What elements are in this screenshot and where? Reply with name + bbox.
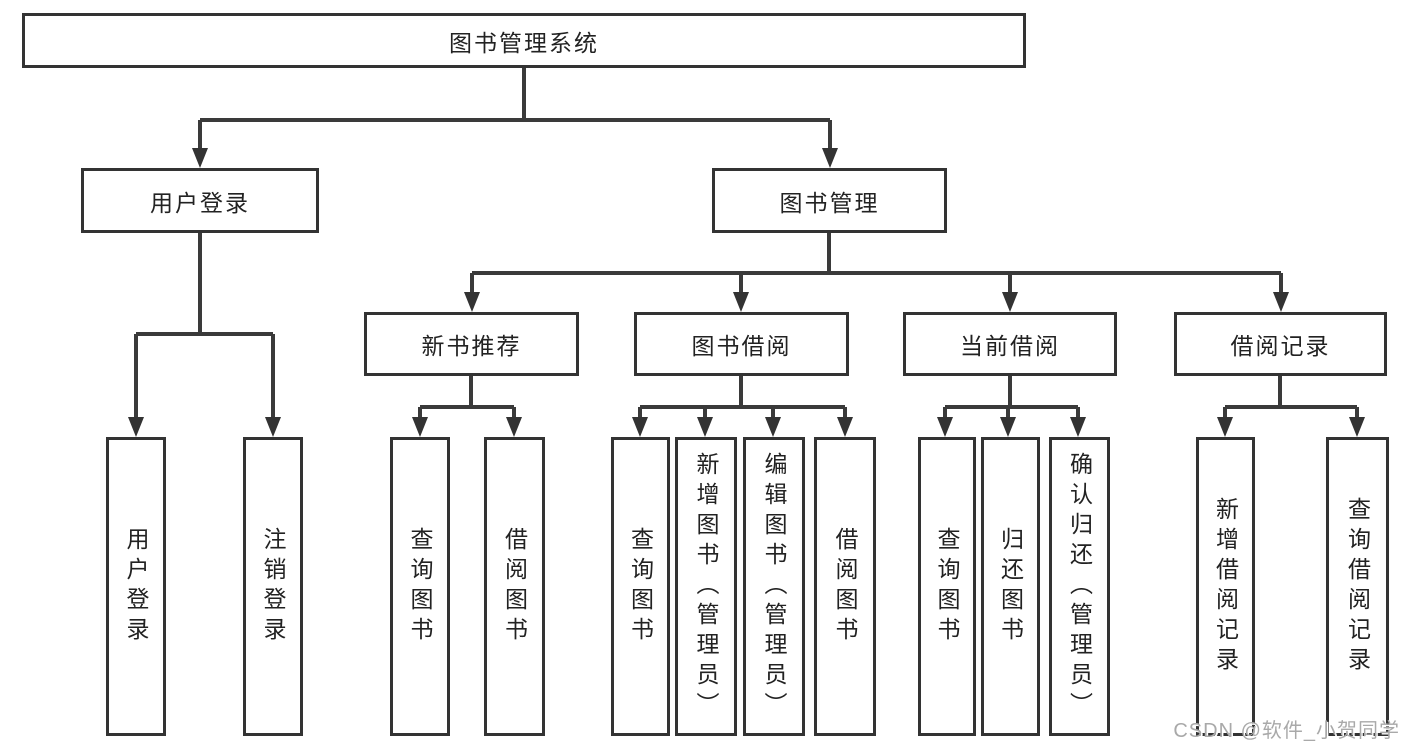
node-label: 用户登录	[123, 526, 149, 647]
node-label: 借阅图书	[501, 526, 528, 647]
node-label: 新增借阅记录	[1212, 496, 1239, 677]
node-label: 归还图书	[997, 526, 1024, 647]
node-label: 图书管理	[779, 189, 880, 216]
node-label: 查询图书	[407, 526, 433, 647]
node-label: 确认归还（管理员）	[1066, 451, 1093, 722]
leaf-query-books-current: 查询图书	[918, 437, 976, 736]
leaf-logout: 注销登录	[243, 437, 303, 736]
node-library-management-system: 图书管理系统	[22, 13, 1026, 68]
node-label: 查询图书	[627, 526, 654, 647]
leaf-query-books-recommend: 查询图书	[390, 437, 450, 736]
leaf-confirm-return-admin: 确认归还（管理员）	[1049, 437, 1110, 736]
leaf-borrow-books-recommend: 借阅图书	[484, 437, 545, 736]
node-label: 用户登录	[150, 189, 250, 216]
leaf-user-login: 用户登录	[106, 437, 166, 736]
node-label: 查询借阅记录	[1344, 496, 1371, 677]
leaf-query-borrow-record: 查询借阅记录	[1326, 437, 1389, 736]
node-label: 借阅图书	[832, 526, 858, 647]
leaf-query-books-borrow: 查询图书	[611, 437, 670, 736]
node-current-borrow: 当前借阅	[903, 312, 1117, 376]
node-label: 图书借阅	[691, 333, 792, 359]
node-label: 注销登录	[260, 526, 286, 647]
arrowhead-icons	[128, 148, 1365, 437]
leaf-edit-book-admin: 编辑图书（管理员）	[743, 437, 805, 736]
leaf-add-borrow-record: 新增借阅记录	[1196, 437, 1255, 736]
node-label: 新增图书（管理员）	[693, 451, 719, 722]
node-book-management: 图书管理	[712, 168, 947, 233]
watermark: CSDN @软件_小贺同学	[1173, 720, 1400, 742]
node-label: 新书推荐	[421, 333, 522, 359]
node-label: 借阅记录	[1230, 333, 1331, 359]
node-new-book-recommend: 新书推荐	[364, 312, 579, 376]
node-book-borrow: 图书借阅	[634, 312, 849, 376]
node-label: 编辑图书（管理员）	[761, 451, 787, 722]
leaf-add-book-admin: 新增图书（管理员）	[675, 437, 737, 736]
leaf-borrow-books: 借阅图书	[814, 437, 876, 736]
node-label: 当前借阅	[960, 333, 1060, 359]
leaf-return-book: 归还图书	[981, 437, 1040, 736]
node-label: 图书管理系统	[449, 29, 599, 56]
node-label: 查询图书	[934, 526, 960, 647]
node-borrow-records: 借阅记录	[1174, 312, 1387, 376]
node-user-login: 用户登录	[81, 168, 319, 233]
